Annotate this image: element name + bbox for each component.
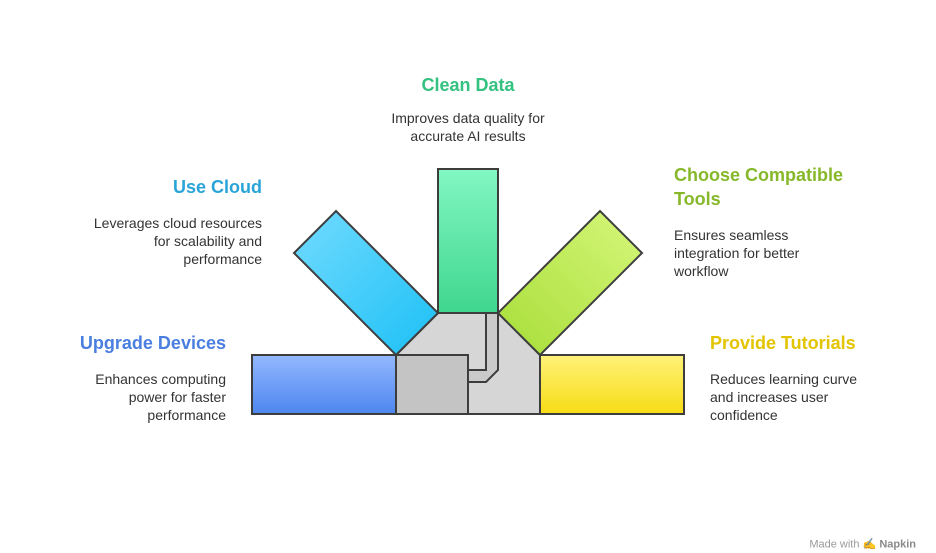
clean-data-title: Clean Data <box>421 75 515 95</box>
use-cloud-desc: Leverages cloud resources for scalabilit… <box>93 215 262 267</box>
clean-data-desc: Improves data quality for accurate AI re… <box>391 110 545 144</box>
napkin-brand: Napkin <box>879 538 916 551</box>
bar-upgrade-devices <box>251 354 397 415</box>
use-cloud-title: Use Cloud <box>172 177 262 197</box>
made-with-label: Made with <box>809 538 860 551</box>
bar-use-cloud <box>292 209 440 357</box>
choose-tools-desc: Ensures seamless integration for better … <box>674 227 800 279</box>
bar-choose-tools <box>496 209 644 357</box>
provide-tutorials-title: Provide Tutorials <box>710 333 856 353</box>
bar-provide-tutorials <box>539 354 685 415</box>
made-with-napkin: Made with ✍ Napkin <box>790 538 916 551</box>
upgrade-devices-title: Upgrade Devices <box>79 333 226 353</box>
upgrade-devices-desc: Enhances computing power for faster perf… <box>95 371 226 423</box>
choose-tools-title: Choose Compatible Tools <box>674 165 844 209</box>
napkin-logo-icon: ✍ <box>862 538 877 551</box>
hub-left-block <box>395 354 469 415</box>
bar-clean-data <box>437 168 499 314</box>
provide-tutorials-desc: Reduces learning curve and increases use… <box>710 371 858 423</box>
